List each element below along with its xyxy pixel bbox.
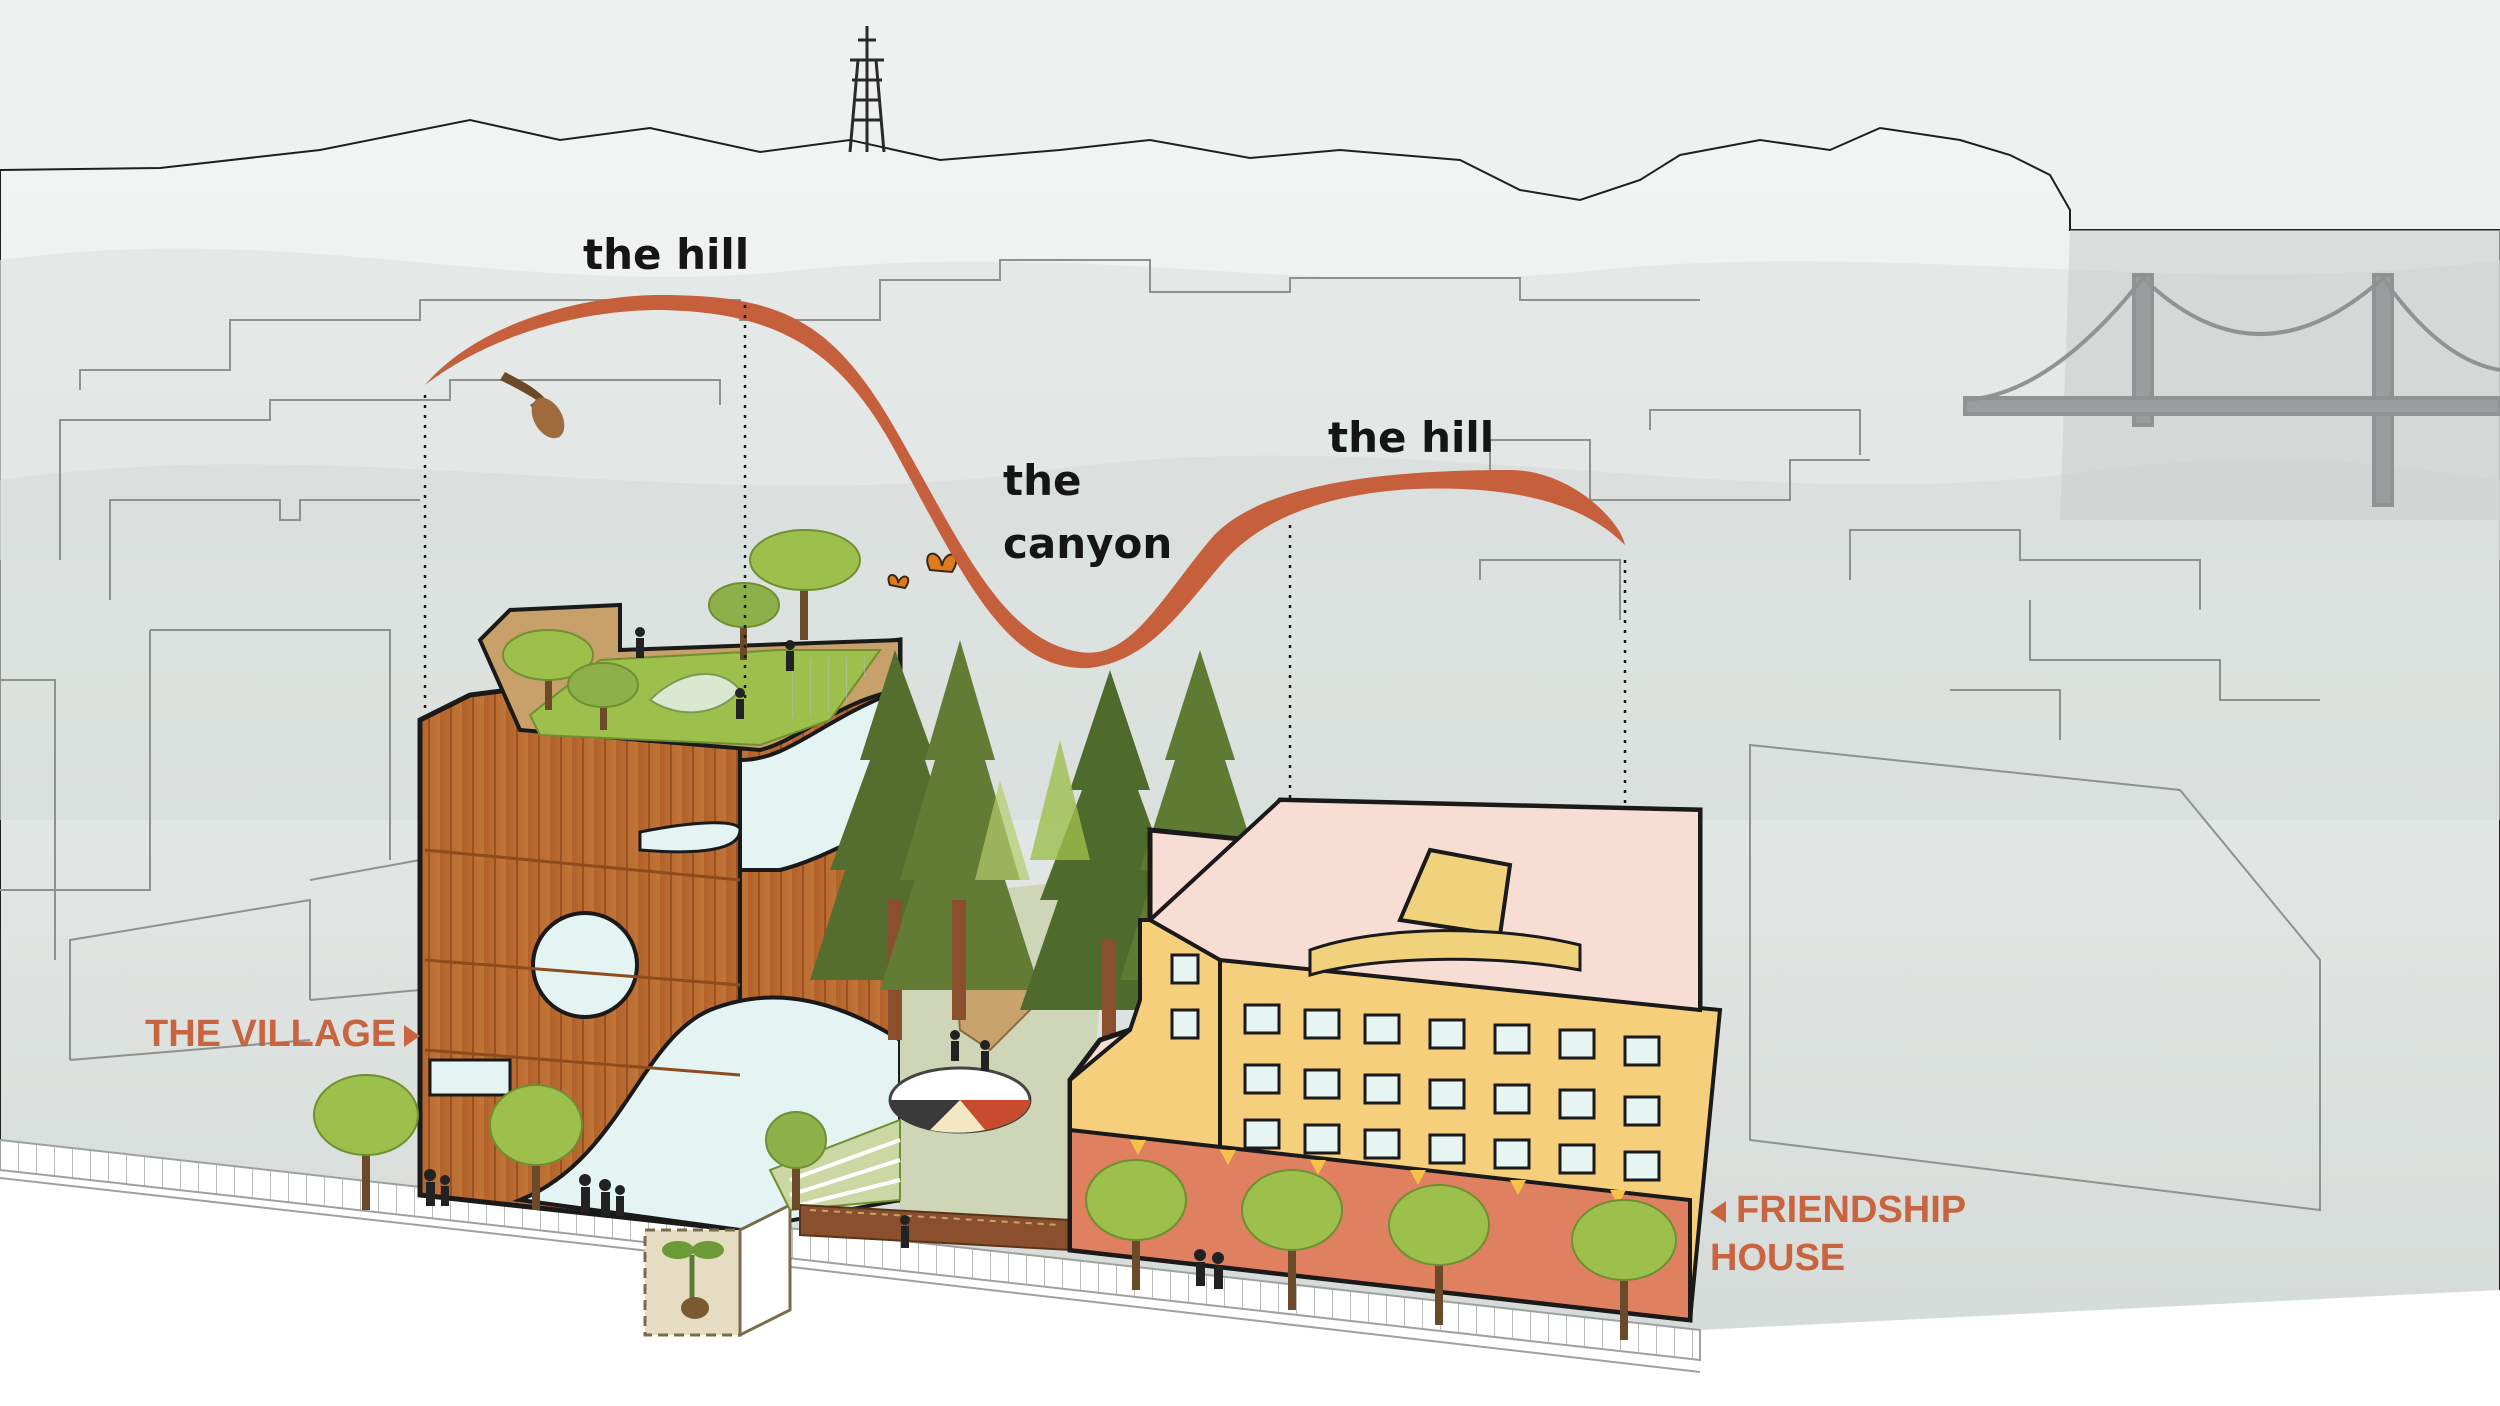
- arrow-left-icon: [1710, 1201, 1726, 1223]
- hill-left-label: the hill: [583, 234, 749, 276]
- friendship-house-label: FRIENDSHIP HOUSE: [1710, 1187, 1966, 1282]
- friendship-label-line1: FRIENDSHIP: [1736, 1189, 1966, 1231]
- bay-water: [2060, 230, 2500, 520]
- hill-right-label: the hill: [1328, 417, 1494, 459]
- canyon-label-line2: canyon: [1003, 523, 1172, 565]
- canyon-label-line1: the: [1003, 460, 1081, 502]
- village-label-text: THE VILLAGE: [145, 1013, 396, 1055]
- arrow-right-icon: [404, 1025, 420, 1047]
- village-label: THE VILLAGE: [145, 1015, 420, 1053]
- friendship-label-line2: HOUSE: [1710, 1237, 1845, 1279]
